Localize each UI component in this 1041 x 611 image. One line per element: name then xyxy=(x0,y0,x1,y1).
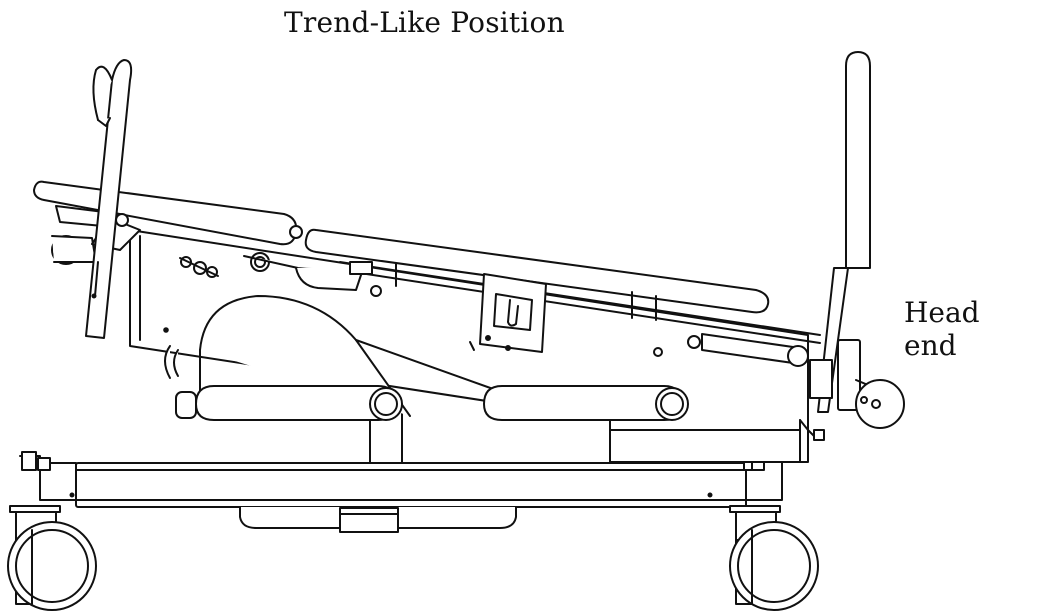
caster-left xyxy=(8,512,96,610)
cross-tubes xyxy=(176,386,688,420)
left-handle xyxy=(86,60,131,338)
head-end-assembly xyxy=(688,52,904,440)
head-end-label: Head end xyxy=(904,296,980,362)
base-frame xyxy=(10,452,782,532)
deck-bracket xyxy=(470,274,546,352)
caster-right xyxy=(730,512,818,610)
diagram-title: Trend-Like Position xyxy=(284,6,565,39)
